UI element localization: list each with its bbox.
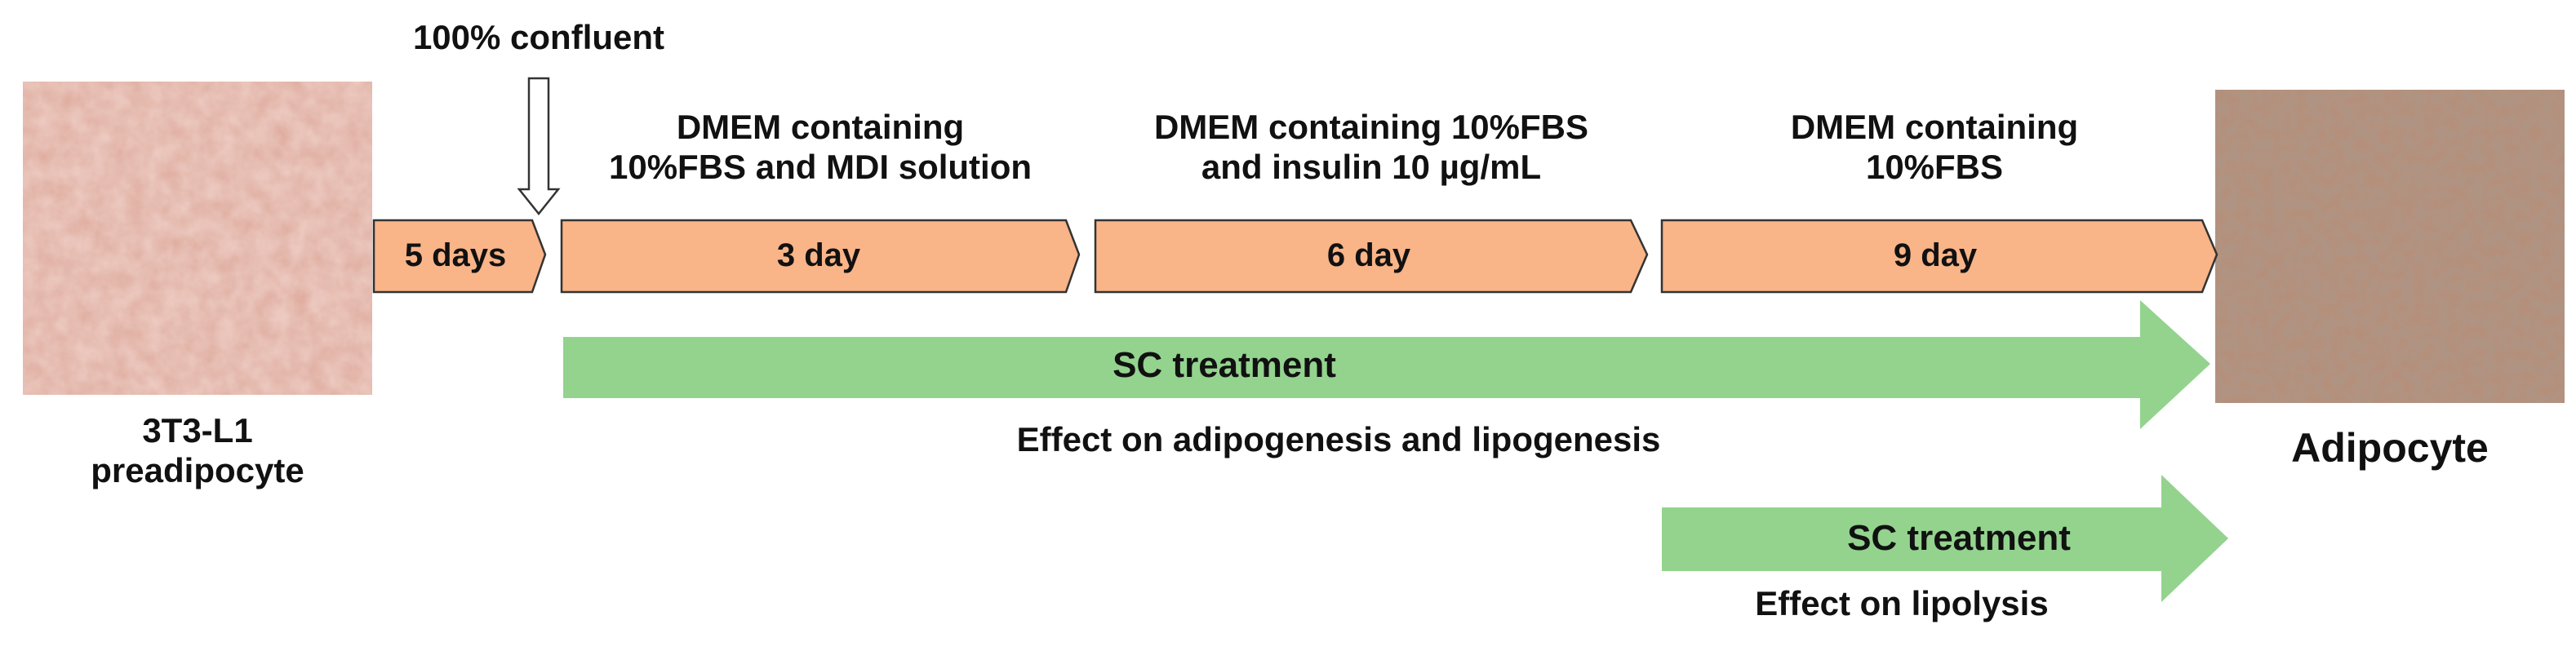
preadipocyte-label: 3T3-L1 preadipocyte [91, 411, 304, 489]
confluent-arrow-icon [517, 77, 561, 216]
adipocyte-label: Adipocyte [2291, 425, 2489, 471]
stage-box-6-day [1094, 219, 1649, 294]
stage-medium-9-day: DMEM containing 10%FBS [1790, 108, 2079, 186]
effect-lipolysis-label: Effect on lipolysis [1755, 584, 2049, 622]
sc-treatment-label-short: SC treatment [1847, 518, 2071, 558]
stage-box-9-day [1660, 219, 2218, 294]
stage-medium-3-day: DMEM containing 10%FBS and MDI solution [608, 108, 1033, 186]
effect-adipogenesis-label: Effect on adipogenesis and lipogenesis [1016, 420, 1661, 458]
stage-label-9-day: 9 day [1893, 237, 1978, 273]
confluent-label: 100% confluent [412, 18, 665, 56]
stage-label-6-day: 6 day [1326, 237, 1411, 273]
sc-treatment-label-long: SC treatment [1113, 345, 1336, 385]
stage-label-3-day: 3 day [776, 237, 861, 273]
sc-treatment-arrow-long [563, 300, 2210, 429]
preadipocyte-image [23, 82, 372, 395]
stage-box-5-days [372, 219, 547, 294]
sc-treatment-arrow-short [1662, 475, 2228, 602]
stage-box-3-day [560, 219, 1081, 294]
stage-label-5-days: 5 days [404, 237, 507, 273]
adipocyte-image [2215, 90, 2565, 403]
stage-medium-6-day: DMEM containing 10%FBS and insulin 10 µg… [1153, 108, 1589, 186]
